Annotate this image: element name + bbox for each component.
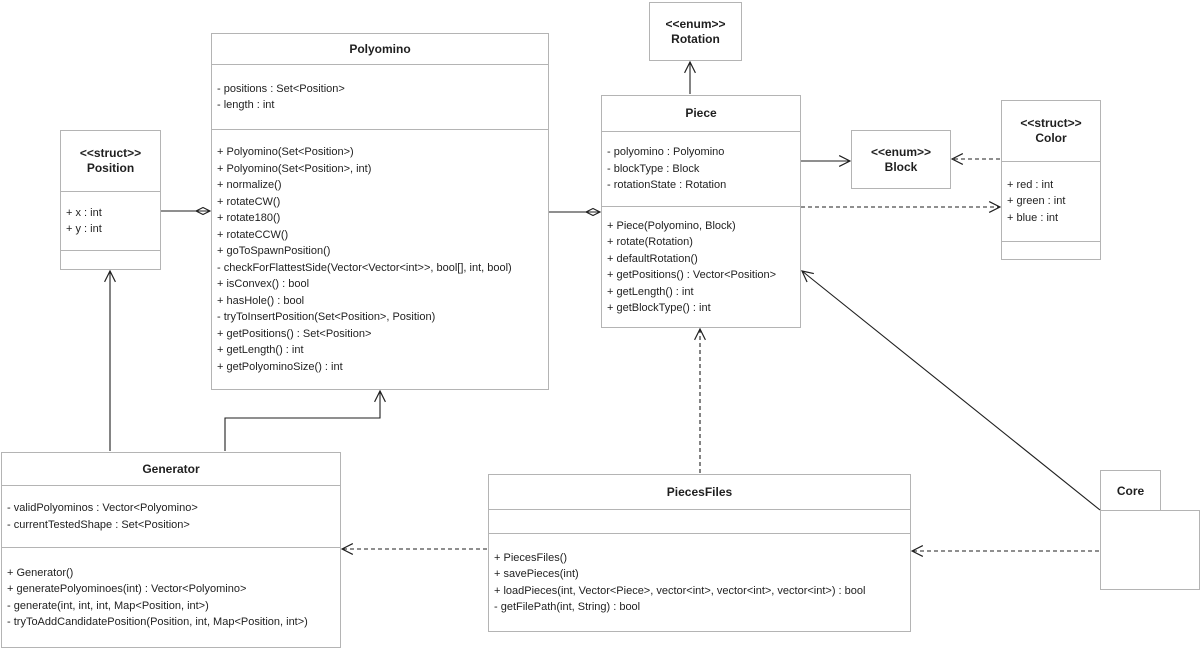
method: + getPositions() : Vector<Position> bbox=[607, 269, 777, 281]
struct-color-stereotype: <<struct>> bbox=[1020, 116, 1082, 130]
method: + goToSpawnPosition() bbox=[217, 245, 331, 257]
class-position-methods-empty bbox=[61, 250, 160, 269]
method: + isConvex() : bool bbox=[217, 278, 310, 290]
attribute: + red : int bbox=[1007, 178, 1054, 191]
class-generator-name: Generator bbox=[142, 461, 200, 476]
method: + getBlockType() : int bbox=[607, 302, 711, 314]
class-generator: Generator - validPolyominos : Vector<Pol… bbox=[1, 452, 341, 648]
struct-color-attributes: + red : int + green : int + blue : int bbox=[1002, 161, 1100, 241]
enum-block-header: <<enum>> Block bbox=[852, 131, 950, 188]
method: + Polyomino(Set<Position>) bbox=[217, 146, 354, 158]
class-generator-attributes: - validPolyominos : Vector<Polyomino> - … bbox=[2, 485, 340, 547]
method: + getPolyominoSize() : int bbox=[217, 360, 343, 373]
method: - checkForFlattestSide(Vector<Vector<int… bbox=[217, 261, 512, 274]
method: + rotateCW() bbox=[217, 195, 281, 208]
method: - generate(int, int, int, Map<Position, … bbox=[7, 599, 209, 612]
attribute: - polyomino : Polyomino bbox=[607, 146, 725, 159]
method: + Piece(Polyomino, Block) bbox=[607, 219, 736, 232]
class-polyomino: Polyomino - positions : Set<Position> - … bbox=[211, 33, 549, 390]
class-piece-header: Piece bbox=[602, 96, 800, 131]
method: + Generator() bbox=[7, 566, 74, 579]
attribute: - blockType : Block bbox=[607, 162, 700, 175]
class-polyomino-name: Polyomino bbox=[349, 41, 411, 56]
method: + savePieces(int) bbox=[494, 568, 579, 580]
method: + hasHole() : bool bbox=[217, 294, 305, 307]
method: + getLength() : int bbox=[217, 344, 304, 356]
class-polyomino-attributes: - positions : Set<Position> - length : i… bbox=[212, 64, 548, 129]
attribute: - length : int bbox=[217, 99, 275, 111]
method: + Polyomino(Set<Position>, int) bbox=[217, 162, 372, 175]
method: + normalize() bbox=[217, 179, 282, 191]
struct-color-header: <<struct>> Color bbox=[1002, 101, 1100, 161]
method: + loadPieces(int, Vector<Piece>, vector<… bbox=[494, 584, 866, 597]
method: - getFilePath(int, String) : bool bbox=[494, 601, 641, 613]
method: + rotate(Rotation) bbox=[607, 236, 693, 248]
method: + rotateCCW() bbox=[217, 228, 289, 241]
package-core-tab: Core bbox=[1100, 470, 1161, 511]
method: + generatePolyominoes(int) : Vector<Poly… bbox=[7, 583, 247, 595]
enum-rotation: <<enum>> Rotation bbox=[649, 2, 742, 61]
enum-block-name: Block bbox=[884, 159, 918, 174]
enum-rotation-name: Rotation bbox=[671, 31, 720, 46]
attribute: - positions : Set<Position> bbox=[217, 82, 345, 95]
method: - tryToAddCandidatePosition(Position, in… bbox=[7, 616, 308, 628]
class-position-attributes: + x : int + y : int bbox=[61, 191, 160, 250]
enum-block-stereotype: <<enum>> bbox=[870, 144, 932, 159]
method: - tryToInsertPosition(Set<Position>, Pos… bbox=[217, 311, 436, 323]
class-piece-methods: + Piece(Polyomino, Block) + rotate(Rotat… bbox=[602, 206, 800, 327]
class-piece-name: Piece bbox=[685, 106, 717, 120]
method: + defaultRotation() bbox=[607, 252, 698, 265]
class-piece: Piece - polyomino : Polyomino - blockTyp… bbox=[601, 95, 801, 328]
class-piece-attributes: - polyomino : Polyomino - blockType : Bl… bbox=[602, 131, 800, 206]
package-core-body bbox=[1100, 510, 1200, 590]
method: + getLength() : int bbox=[607, 285, 694, 298]
attribute: - currentTestedShape : Set<Position> bbox=[7, 518, 190, 531]
class-position-name: Position bbox=[86, 161, 135, 175]
attribute: - rotationState : Rotation bbox=[607, 179, 727, 192]
class-generator-methods: + Generator() + generatePolyominoes(int)… bbox=[2, 547, 340, 647]
enum-rotation-stereotype: <<enum>> bbox=[665, 16, 726, 31]
class-polyomino-header: Polyomino bbox=[212, 34, 548, 64]
struct-color-methods-empty bbox=[1002, 241, 1100, 259]
attribute: + blue : int bbox=[1007, 211, 1059, 224]
association-generator-polyomino bbox=[224, 391, 380, 451]
class-piecesfiles-methods: + PiecesFiles() + savePieces(int) + load… bbox=[489, 533, 910, 631]
class-generator-header: Generator bbox=[2, 453, 340, 485]
class-piecesfiles: PiecesFiles + PiecesFiles() + savePieces… bbox=[488, 474, 911, 632]
class-position-header: <<struct>> Position bbox=[61, 131, 160, 191]
attribute: + y : int bbox=[66, 223, 102, 235]
method: + getPositions() : Set<Position> bbox=[217, 327, 372, 340]
class-position-stereotype: <<struct>> bbox=[79, 146, 142, 160]
method: + rotate180() bbox=[217, 212, 281, 224]
struct-color: <<struct>> Color + red : int + green : i… bbox=[1001, 100, 1101, 260]
enum-block: <<enum>> Block bbox=[851, 130, 951, 189]
attribute: - validPolyominos : Vector<Polyomino> bbox=[7, 502, 198, 514]
attribute: + x : int bbox=[66, 206, 102, 219]
class-piecesfiles-name: PiecesFiles bbox=[666, 484, 733, 499]
attribute: + green : int bbox=[1007, 195, 1066, 208]
method: + PiecesFiles() bbox=[494, 551, 568, 564]
class-polyomino-methods: + Polyomino(Set<Position>) + Polyomino(S… bbox=[212, 129, 548, 389]
enum-rotation-header: <<enum>> Rotation bbox=[650, 3, 741, 60]
class-position: <<struct>> Position + x : int + y : int bbox=[60, 130, 161, 270]
struct-color-name: Color bbox=[1035, 131, 1067, 145]
class-piecesfiles-header: PiecesFiles bbox=[489, 475, 910, 509]
class-piecesfiles-attributes-empty bbox=[489, 509, 910, 533]
